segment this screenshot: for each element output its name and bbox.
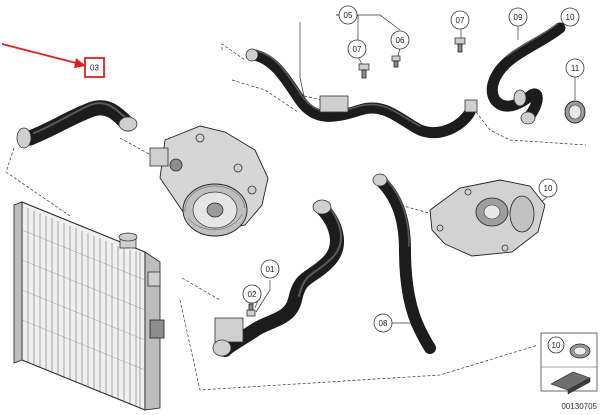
callout-02: 02: [242, 284, 262, 304]
callout-09: 09: [508, 7, 528, 27]
bolt-07-b: [454, 37, 466, 53]
hose-05: [245, 48, 478, 139]
svg-text:03: 03: [90, 64, 99, 73]
thermostat-housing: [429, 179, 546, 257]
svg-text:08: 08: [379, 319, 388, 328]
hose-08: [372, 173, 436, 354]
svg-text:02: 02: [248, 290, 257, 299]
svg-text:10: 10: [566, 13, 575, 22]
highlight-arrow: [1, 43, 86, 68]
hose-03: [16, 100, 138, 149]
callout-10-c: 10: [552, 341, 561, 350]
plug-02: [246, 303, 256, 317]
callout-11: 11: [565, 58, 585, 78]
hose-01: [212, 199, 344, 357]
svg-text:06: 06: [396, 36, 405, 45]
water-pump: [149, 125, 269, 237]
clamp-11: [564, 100, 586, 124]
callout-07-b: 07: [450, 10, 470, 30]
highlight-box-03: [84, 57, 105, 78]
callout-08: 08: [373, 313, 393, 333]
callout-05: 05: [338, 5, 358, 25]
svg-text:07: 07: [353, 45, 362, 54]
bolt-06: [391, 55, 401, 68]
bolt-07-a: [358, 63, 370, 79]
catalog-number: 00130705: [561, 402, 597, 411]
callout-03: 03: [90, 64, 99, 73]
clamp-reference-icon: [550, 371, 591, 395]
callout-10-a: 10: [560, 7, 580, 27]
reference-box-clamp: 10: [540, 332, 598, 395]
svg-text:11: 11: [571, 64, 580, 73]
svg-text:01: 01: [266, 265, 275, 274]
svg-text:10: 10: [544, 184, 553, 193]
callout-06: 06: [390, 30, 410, 50]
svg-text:09: 09: [514, 13, 523, 22]
radiator: [13, 201, 165, 411]
svg-text:07: 07: [456, 16, 465, 25]
svg-text:05: 05: [344, 11, 353, 20]
callout-07-a: 07: [347, 39, 367, 59]
callout-01: 01: [260, 259, 280, 279]
hose-09: [486, 22, 566, 125]
callout-10-b: 10: [538, 178, 558, 198]
